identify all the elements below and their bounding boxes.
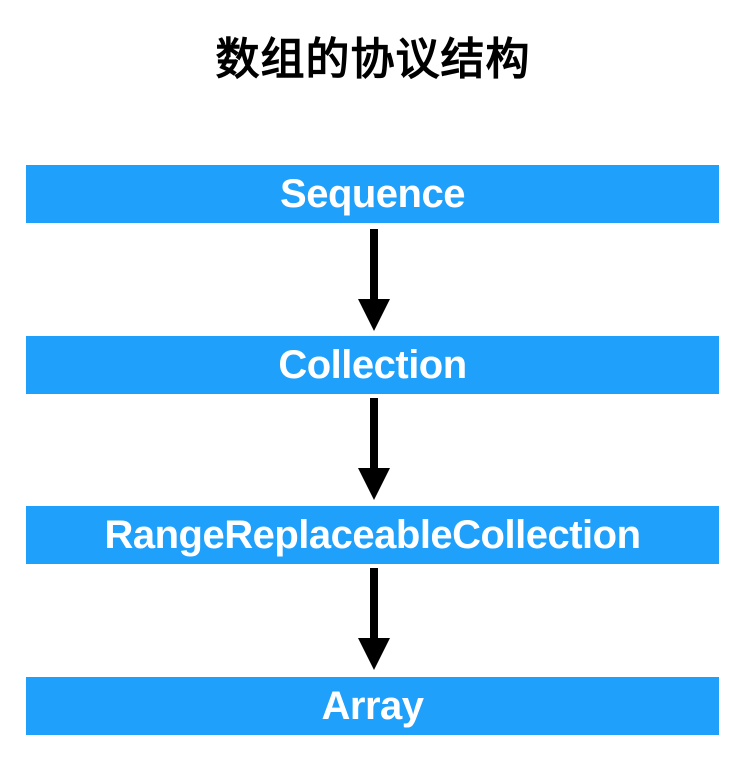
arrow-down-icon — [358, 398, 390, 500]
node-collection: Collection — [26, 336, 719, 394]
arrow-down-icon — [358, 229, 390, 331]
arrow-down-icon — [358, 568, 390, 670]
diagram-title: 数组的协议结构 — [215, 34, 531, 85]
node-range-replaceable-collection: RangeReplaceableCollection — [26, 506, 719, 564]
node-array: Array — [26, 677, 719, 735]
node-sequence: Sequence — [26, 165, 719, 223]
